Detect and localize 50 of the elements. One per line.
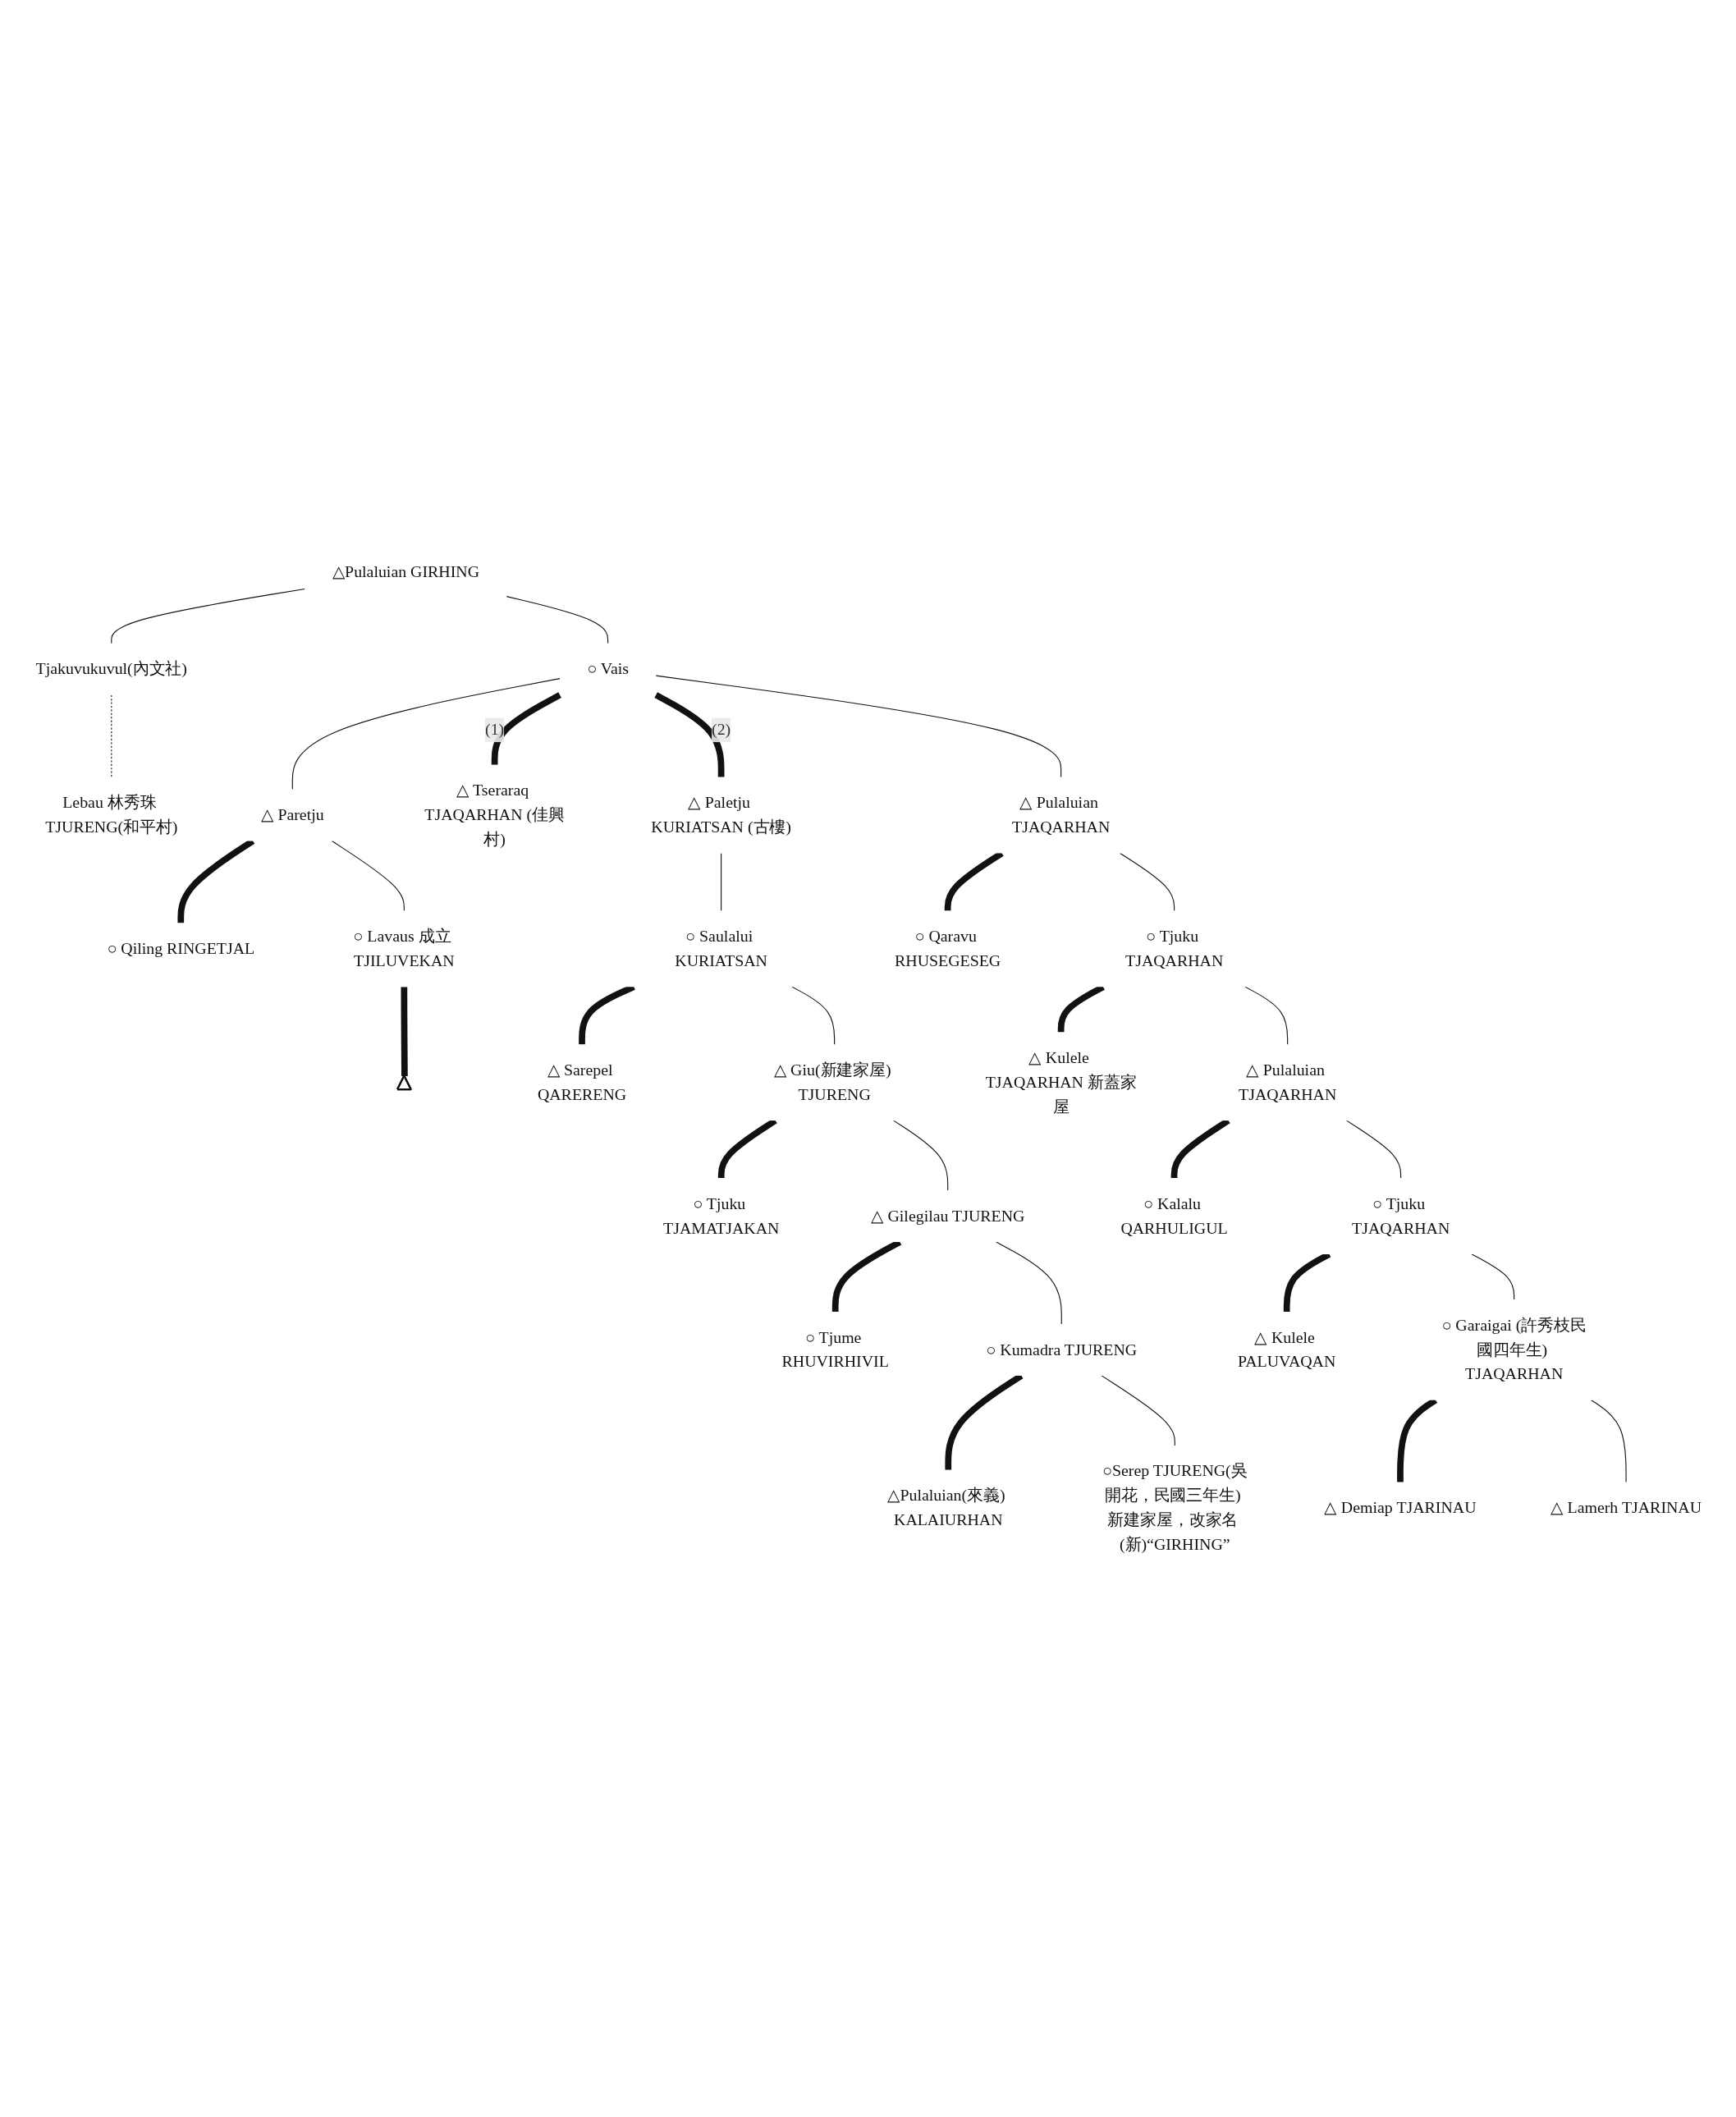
connector (1101, 1375, 1175, 1446)
node-text: △ Pulaluian TJAQARHAN (1012, 793, 1111, 836)
node-text: ○ Qaravu RHUSEGESEG (895, 927, 1001, 970)
node-text: ○ Garaigai (許秀枝民國四年生) TJAQARHAN (1441, 1316, 1587, 1383)
node-text: △Pulaluian(來義) KALAIURHAN (887, 1486, 1005, 1529)
connector (791, 986, 836, 1045)
node-text: ○ Tjuku TJAMATJAKAN (663, 1194, 780, 1237)
node-text: ○ Tjuku TJAQARHAN (1352, 1194, 1450, 1237)
node-text: Tjakuvukuvul(內文社) (35, 659, 187, 678)
node-text: △ Kulele TJAQARHAN 新蓋家屋 (985, 1048, 1137, 1116)
node-text: △ Lamerh TJARINAU (1550, 1498, 1702, 1517)
connector (721, 852, 722, 912)
connector (1120, 852, 1175, 912)
edge-label: (2) (712, 720, 731, 739)
node-text: ○ Saulalui KURIATSAN (675, 927, 767, 970)
node-text: ○ Kalalu QARHULIGUL (1120, 1194, 1228, 1237)
node-text: ○ Tjuku TJAQARHAN (1125, 927, 1224, 970)
node-text: Lebau 林秀珠 TJURENG(和平村) (45, 793, 178, 836)
connector (491, 692, 561, 765)
connector (1471, 1253, 1515, 1300)
node-text: △ Paretju (260, 805, 324, 824)
node-text: ○ Vais (587, 659, 630, 678)
node-text: △Pulaluian GIRHING (332, 562, 480, 581)
node-text: △ Sarepel QARERENG (537, 1061, 627, 1104)
connector (655, 675, 1062, 778)
connector (331, 841, 405, 912)
connector (996, 1241, 1062, 1325)
node-text: ○ Kumadra TJURENG (986, 1340, 1138, 1359)
node-text: △ Tseraraq TJAQARHAN (佳興村) (424, 781, 565, 849)
node-text: ○Serep TJURENG(吳開花，民國三年生) 新建家屋，改家名 (新)“GIRHING” (1102, 1461, 1248, 1554)
node-text: △ Paletju KURIATSAN (古樓) (651, 793, 791, 836)
node-text: ○ Qiling RINGETJAL (107, 939, 255, 958)
connector (291, 678, 561, 790)
node-text: ○ Tjume RHUVIRHIVIL (781, 1327, 889, 1371)
connector (506, 596, 609, 644)
connector (1591, 1400, 1627, 1483)
connector (1244, 986, 1289, 1045)
connector (111, 588, 306, 644)
connector (401, 987, 408, 1077)
node-text: △ Giu(新建家屋) TJURENG (773, 1061, 891, 1104)
node-text: △ Pulaluian TJAQARHAN (1239, 1061, 1337, 1104)
node-text: ○ Lavaus 成立 TJILUVEKAN (353, 927, 455, 970)
connector (1346, 1120, 1402, 1179)
node-text: △ Gilegilau TJURENG (871, 1207, 1025, 1226)
edge-label: (1) (485, 720, 505, 739)
connector (111, 694, 112, 778)
connector (893, 1120, 949, 1191)
node-text: △ Kulele PALUVAQAN (1238, 1327, 1336, 1371)
connector (654, 692, 725, 777)
node-text: △ Demiap TJARINAU (1324, 1498, 1477, 1517)
